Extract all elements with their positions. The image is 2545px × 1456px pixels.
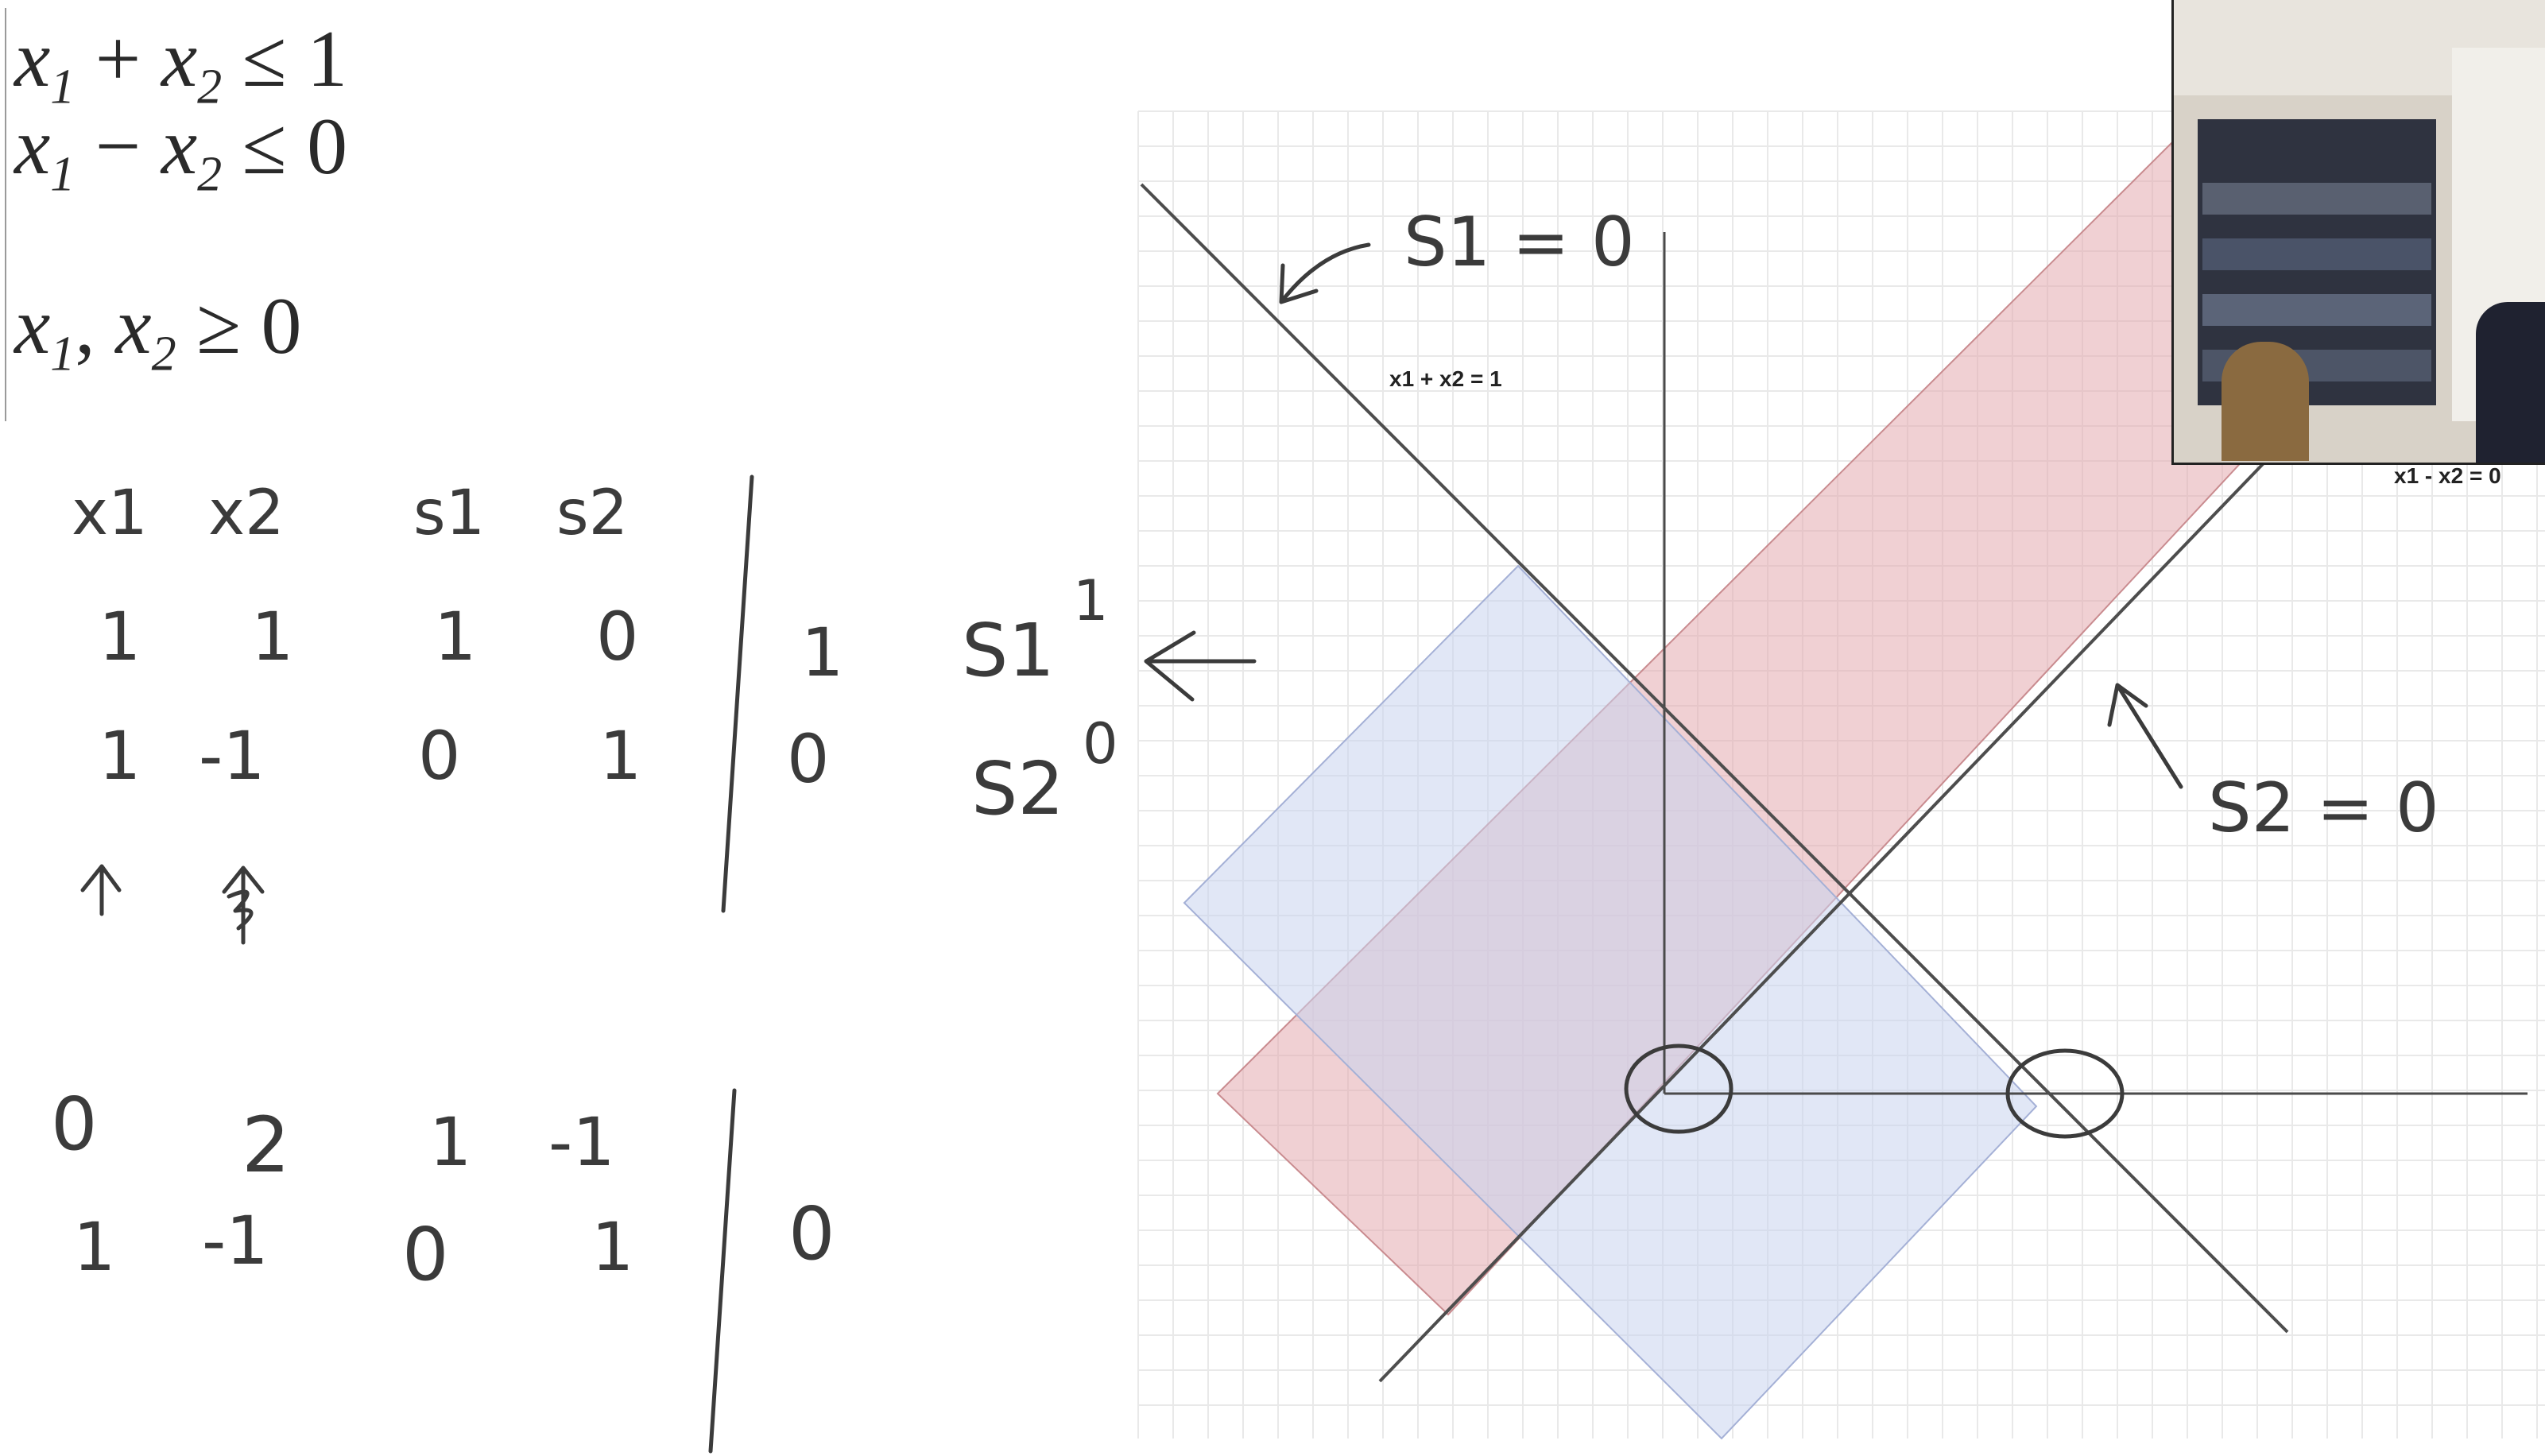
relation: ≥ [196, 281, 242, 371]
subscript: 2 [197, 60, 223, 114]
cell: 1 [429, 1103, 471, 1181]
ratio-note: 1 [1073, 568, 1109, 633]
bookshelf-row [2202, 294, 2431, 326]
tableau-1-row-1: 1 1 1 0 1 S1 1 [99, 568, 1109, 693]
constraint-diff: x1 − x2 ≤ 0 [14, 106, 347, 199]
tableau-2-divider [708, 1088, 737, 1454]
cell: 1 [99, 717, 141, 795]
cell: 0 [596, 598, 638, 676]
subscript: 1 [50, 327, 76, 381]
line-diff-label: x1 - x2 = 0 [2394, 463, 2501, 488]
tableau-2: 0 2 1 -1 1 -1 0 1 0 [51, 1082, 835, 1454]
operator: + [95, 14, 141, 104]
cell: 2 [242, 1101, 290, 1190]
rhs-cell: 0 [788, 1191, 835, 1276]
bookshelf-row [2202, 238, 2431, 270]
pivot-up-arrow-icon [80, 864, 122, 916]
bookshelf-row [2202, 183, 2431, 215]
var-x: x [161, 14, 198, 104]
cell: 1 [99, 598, 141, 676]
tableau-1-row-2: 1 -1 0 1 0 S2 0 [99, 711, 1118, 831]
header-s1: s1 [413, 478, 485, 549]
cell: 0 [402, 1212, 449, 1297]
rhs-cell: 0 [787, 720, 829, 798]
cell: -1 [199, 717, 265, 795]
var-x: x [14, 14, 51, 104]
cell: 0 [418, 717, 460, 795]
arrow-s1 [1279, 242, 1371, 304]
rhs: 0 [261, 281, 302, 371]
relation: ≤ [242, 102, 287, 192]
arrow-s2 [2107, 683, 2183, 789]
var-x: x [14, 102, 51, 192]
ratio-note: 0 [1083, 711, 1118, 776]
cell: 0 [51, 1082, 98, 1167]
chair [2222, 342, 2309, 461]
tableau-2-row-1: 0 2 1 -1 [51, 1082, 615, 1190]
vertex-origin-circle [1624, 1044, 1733, 1134]
operator: − [95, 102, 141, 192]
cell: 1 [73, 1208, 115, 1286]
subscript: 2 [197, 147, 223, 202]
relation: ≤ [242, 14, 287, 104]
line-diff [1378, 443, 2283, 1383]
annotation-s2: S2 = 0 [2208, 769, 2439, 848]
constraint-block: x1 + x2 ≤ 1 x1 − x2 ≤ 0 x1, x2 ≥ 0 [5, 8, 451, 421]
line-sum-label: x1 + x2 = 1 [1389, 366, 1502, 391]
cell: 1 [251, 598, 293, 676]
tableau-1-divider [721, 474, 754, 913]
region-sum-constraint [1183, 564, 2038, 1440]
var-x: x [161, 102, 198, 192]
subscript: 1 [50, 147, 76, 202]
subscript: 2 [151, 327, 176, 381]
tableau-1-headers: x1 x2 s1 s2 [72, 478, 628, 549]
tableau-1: x1 x2 s1 s2 1 1 1 0 1 S1 1 1 -1 0 1 0 S2… [72, 474, 1257, 945]
cell: 1 [591, 1208, 633, 1286]
cell: 1 [599, 717, 641, 795]
presenter [2476, 302, 2545, 463]
constraint-nonneg: x1, x2 ≥ 0 [14, 286, 302, 381]
var-x: x [14, 281, 51, 371]
pivot-scribble-icon [222, 865, 265, 945]
header-x2: x2 [208, 478, 285, 549]
rhs: 1 [307, 14, 348, 104]
constraint-sum: x1 + x2 ≤ 1 [14, 19, 347, 114]
separator: , [75, 281, 95, 371]
rhs: 0 [307, 102, 348, 192]
tableau-2-row-2: 1 -1 0 1 0 [73, 1191, 835, 1297]
annotation-s1: S1 = 0 [1404, 203, 1635, 282]
graph-panel: x1 + x2 = 1 x1 - x2 = 0 S1 = 0 S2 = 0 [1137, 110, 2545, 1440]
header-x1: x1 [72, 478, 148, 549]
var-x: x [115, 281, 152, 371]
cell: 1 [434, 598, 476, 676]
vertex-x1-circle [2005, 1048, 2125, 1139]
arrow-left-icon [1144, 630, 1257, 702]
rhs-cell: 1 [801, 614, 843, 691]
cell: -1 [548, 1103, 615, 1181]
subscript: 1 [50, 60, 76, 114]
cell: -1 [202, 1202, 269, 1280]
webcam-overlay [2171, 0, 2545, 465]
basis-label: S2 [971, 746, 1064, 831]
line-sum [1140, 183, 2289, 1334]
basis-label: S1 [962, 608, 1055, 693]
header-s2: s2 [556, 478, 628, 549]
